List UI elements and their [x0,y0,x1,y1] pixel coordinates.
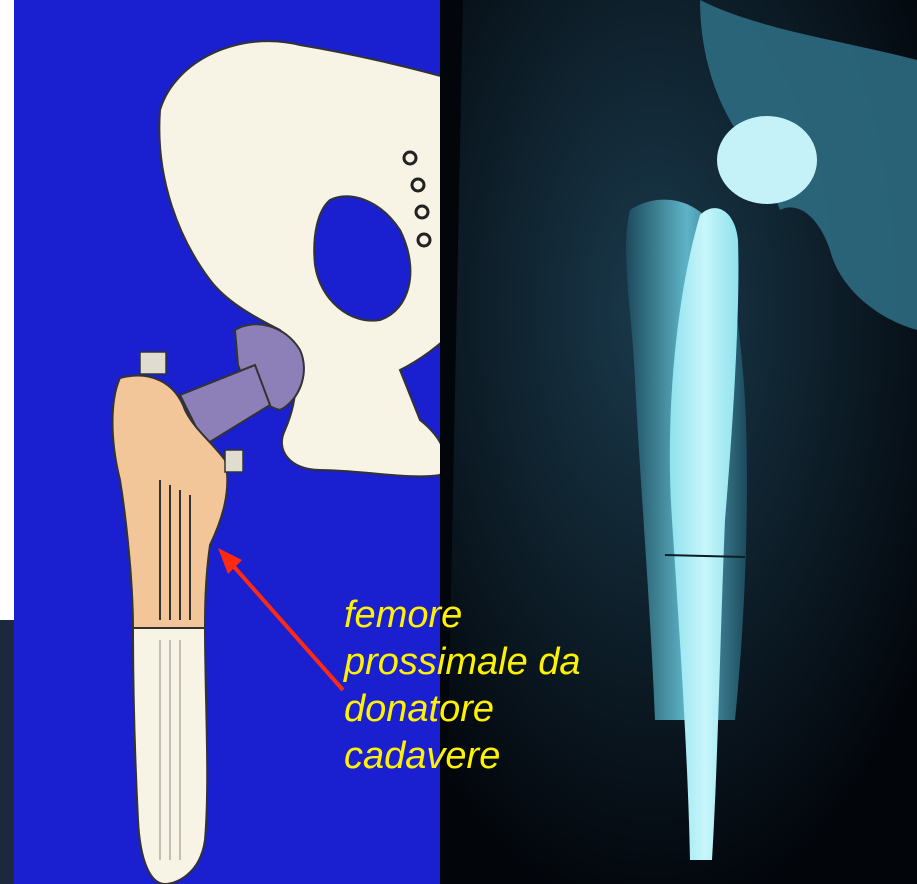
xray-femoral-head [717,116,817,204]
caption-line-1: femore [344,592,704,639]
caption-line-4: cadavere [344,733,704,780]
caption: femore prossimale da donatore cadavere [344,592,704,780]
caption-line-2: prossimale da [344,639,704,686]
caption-line-3: donatore [344,686,704,733]
